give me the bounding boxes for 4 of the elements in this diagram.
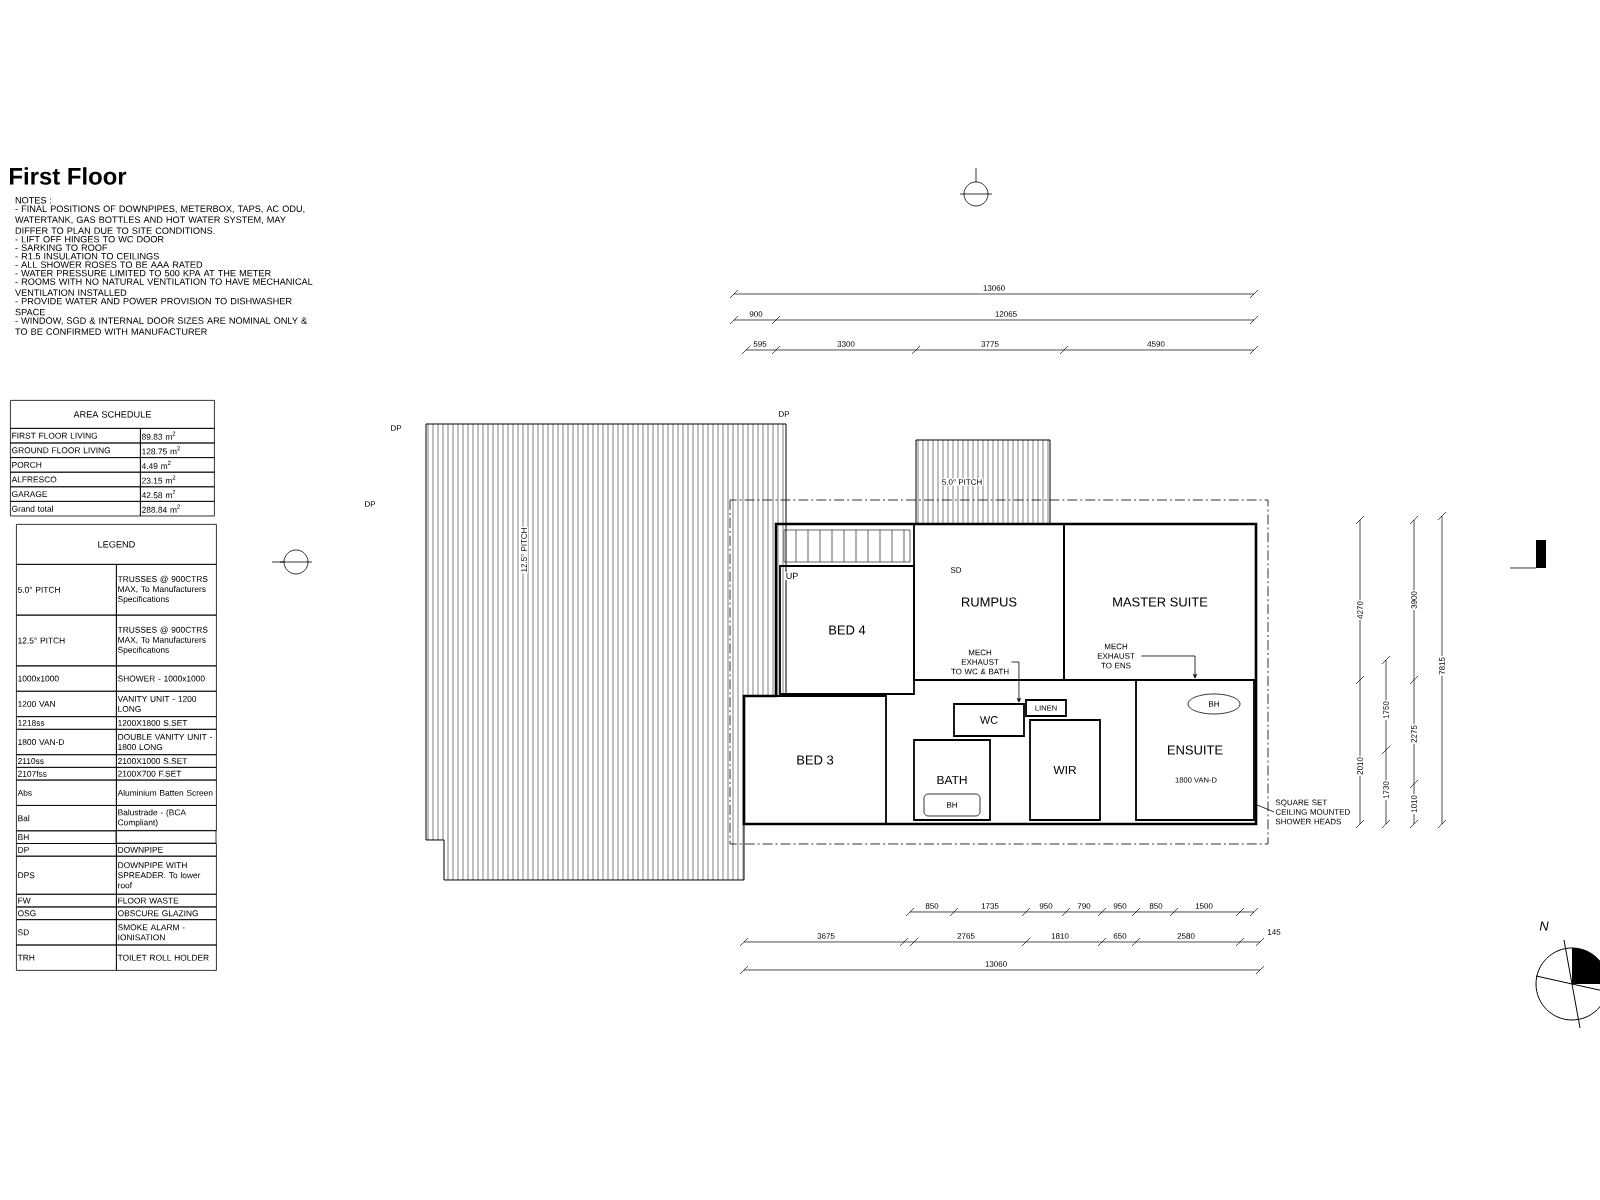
leader-line [1011,661,1021,703]
leader-line [1141,655,1197,679]
leader-line [1254,803,1275,813]
title: First Floor [10,167,127,185]
